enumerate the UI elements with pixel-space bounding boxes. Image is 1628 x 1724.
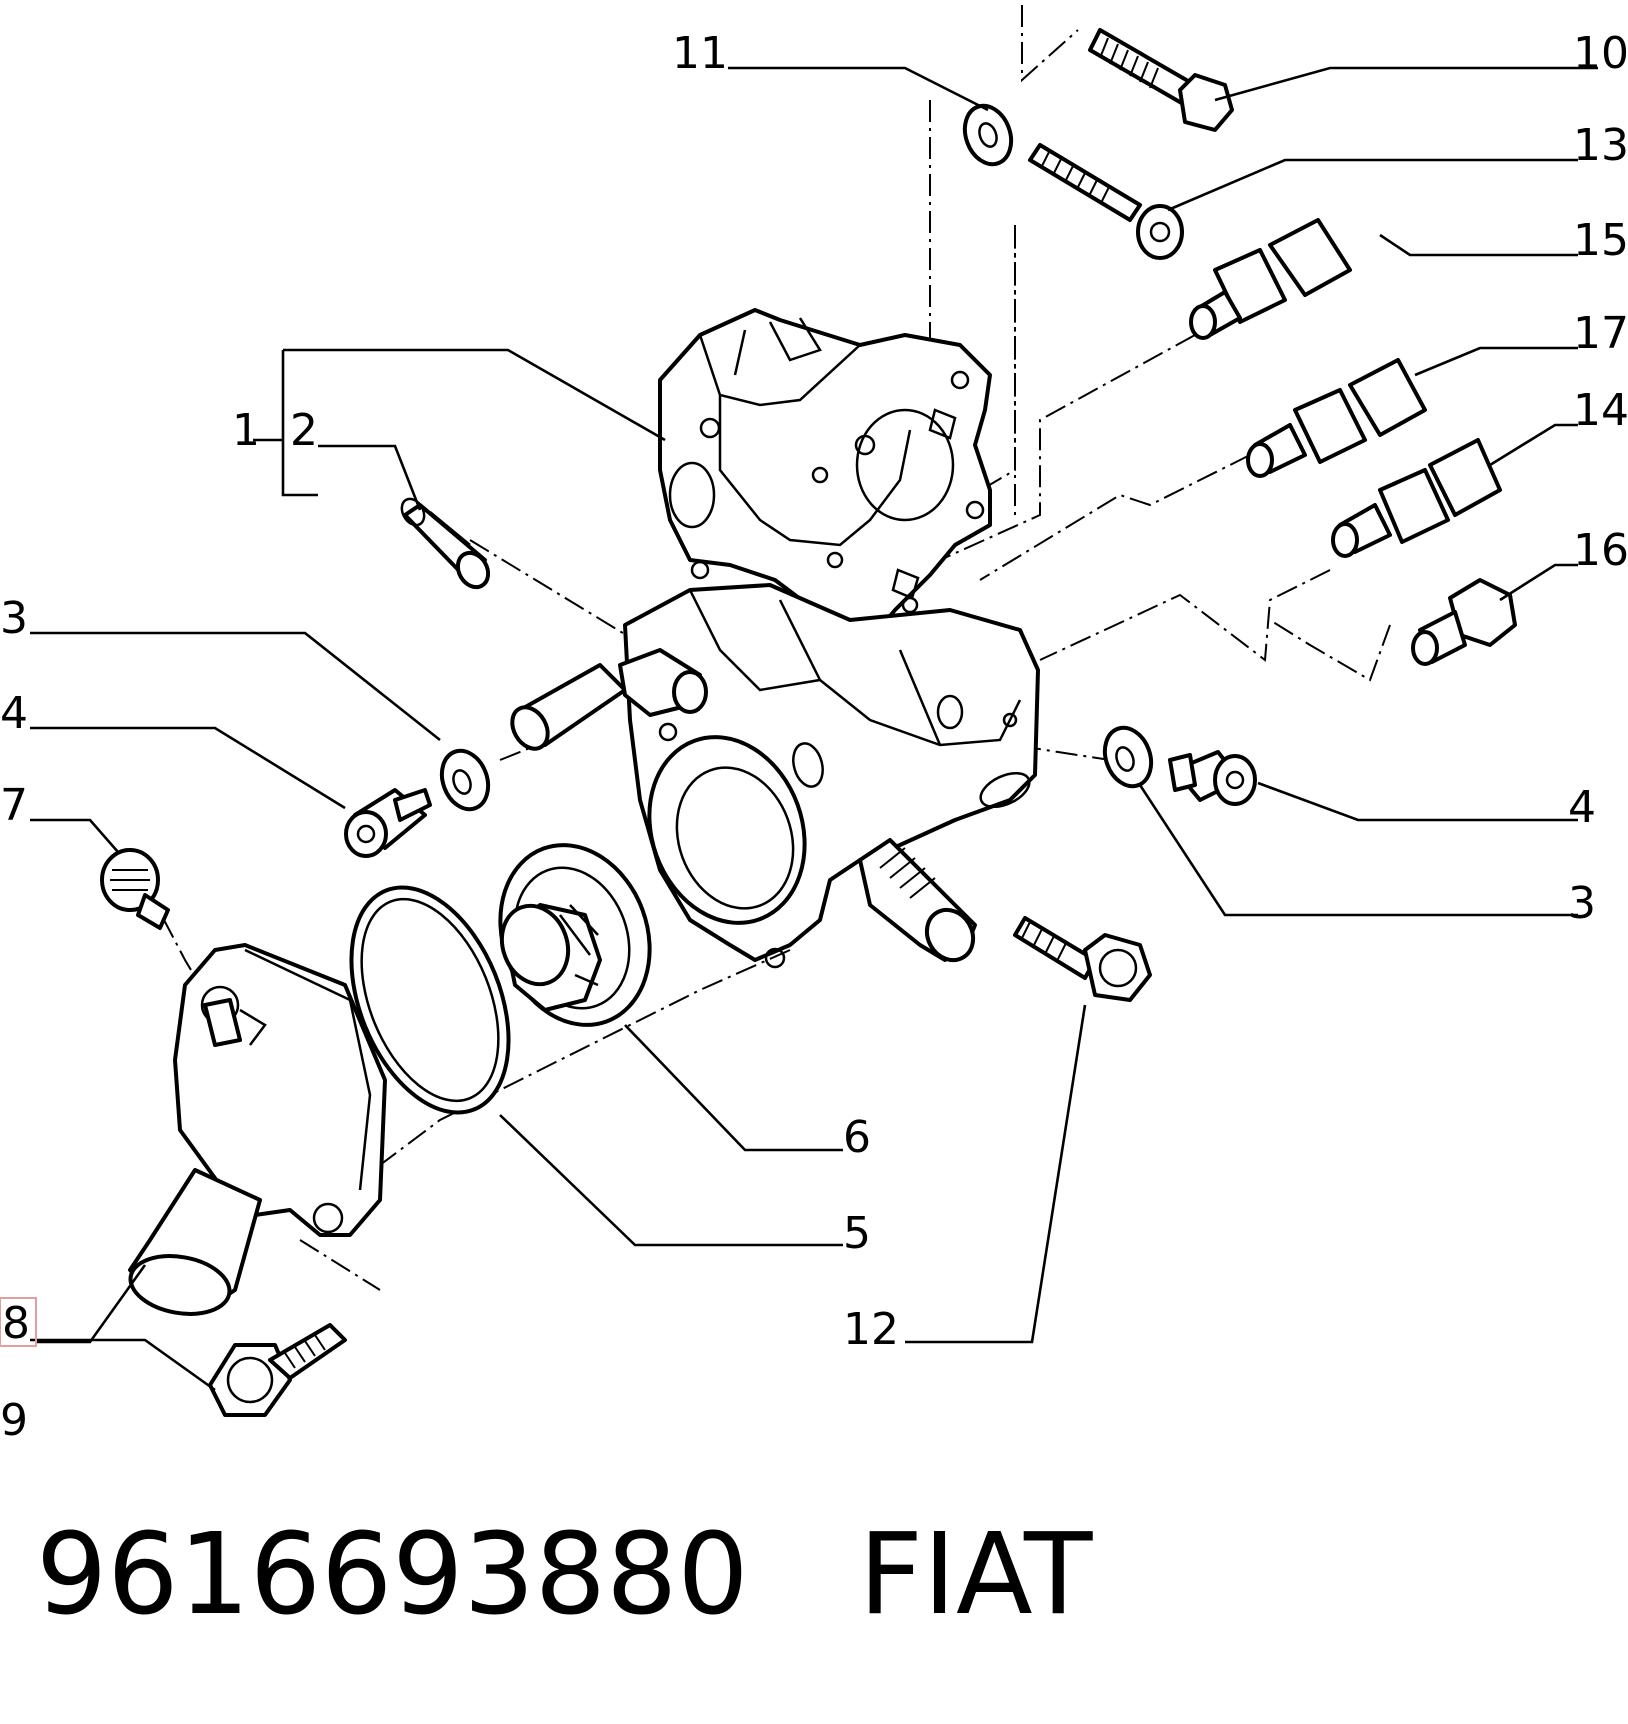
callout-7: 7 (0, 780, 28, 831)
hex-bolt-top (1088, 28, 1234, 132)
callout-labels: 11 10 13 15 17 14 16 1 2 3 4 7 4 3 6 5 1… (0, 28, 1628, 1446)
thermostat-housing (510, 308, 1040, 969)
callout-2: 2 (290, 405, 318, 456)
callout-4-left: 4 (0, 688, 28, 739)
callout-12: 12 (843, 1304, 899, 1355)
callout-8: 8 (2, 1298, 30, 1349)
washers (439, 103, 1154, 812)
callout-13: 13 (1573, 120, 1628, 171)
o-ring (349, 885, 511, 1115)
callout-11: 11 (672, 28, 728, 79)
callout-17: 17 (1573, 308, 1628, 359)
part-number: 9616693880 (36, 1510, 749, 1640)
temperature-sensors (1189, 218, 1517, 666)
socket-bolt (1028, 143, 1184, 260)
callout-leaders (30, 66, 1598, 1392)
callout-4-right: 4 (1568, 782, 1596, 833)
callout-14: 14 (1573, 385, 1628, 436)
callout-1: 1 (232, 405, 260, 456)
thermostat (498, 843, 652, 1027)
callout-16: 16 (1573, 525, 1628, 576)
callout-8-highlight (0, 1297, 37, 1347)
flange-bolt-right (1013, 916, 1152, 1002)
callout-9: 9 (0, 1395, 28, 1446)
flange-bolt-lower (208, 1323, 347, 1417)
part-caption: 9616693880 FIAT (36, 1500, 1092, 1650)
dowel-sleeve (400, 497, 491, 590)
callout-10: 10 (1573, 28, 1628, 79)
brand-name: FIAT (858, 1510, 1093, 1640)
bleed-screw (100, 848, 170, 930)
callout-5: 5 (843, 1208, 871, 1259)
callout-6: 6 (843, 1112, 871, 1163)
socket-cap-screws (344, 750, 1257, 858)
callout-15: 15 (1573, 215, 1628, 266)
callout-3-right: 3 (1568, 878, 1596, 929)
water-outlet (128, 943, 387, 1316)
callout-3-left: 3 (0, 593, 28, 644)
